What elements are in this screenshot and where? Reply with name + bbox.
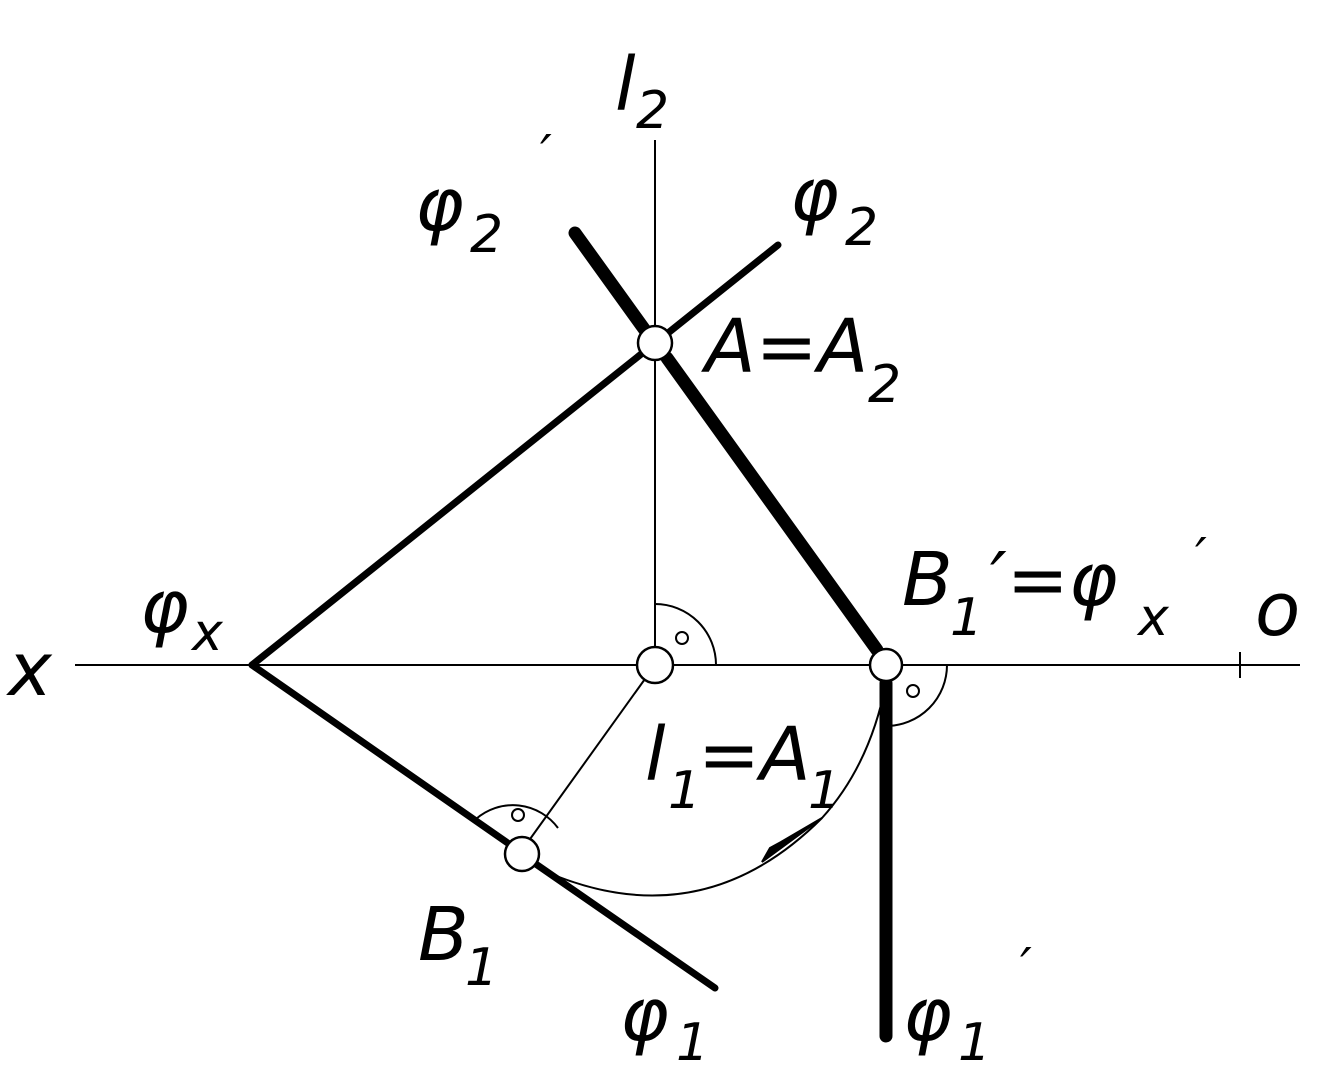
label-phix: φ bbox=[140, 564, 189, 650]
label-l2-sub: 2 bbox=[636, 81, 669, 141]
label-b1: B bbox=[418, 892, 469, 978]
label-phi2-prime-sub: 2 bbox=[470, 205, 503, 265]
l1-to-b1-line bbox=[519, 664, 656, 854]
phi2-prime-trace-upper bbox=[568, 226, 654, 340]
label-l2: l bbox=[615, 42, 636, 128]
label-phi1: φ bbox=[620, 972, 669, 1058]
label-o: o bbox=[1255, 567, 1300, 653]
label-b1-prime: B bbox=[902, 537, 953, 623]
phi2-trace bbox=[664, 241, 782, 337]
point-b1-prime bbox=[868, 647, 904, 683]
point-a bbox=[636, 324, 674, 362]
label-l1-eq-a1-sub2: 1 bbox=[808, 761, 841, 821]
rotation-arc bbox=[541, 682, 887, 897]
point-b1 bbox=[503, 835, 541, 873]
point-l1-a1 bbox=[635, 645, 675, 685]
right-angle-arc-l1 bbox=[654, 603, 717, 666]
label-l1-eq-a1: l bbox=[645, 712, 666, 798]
label-phi2-prime-mark: ′ bbox=[540, 125, 552, 185]
label-phi1-sub: 1 bbox=[676, 1013, 709, 1069]
label-phix-sub: x bbox=[190, 603, 224, 663]
phi-trace-upper bbox=[248, 339, 659, 669]
label-x-axis: x bbox=[6, 627, 53, 713]
phi2-prime-trace-lower bbox=[660, 351, 884, 657]
label-b1-sub: 1 bbox=[465, 938, 498, 998]
label-b1-prime-mark: ′ bbox=[1195, 528, 1207, 588]
label-phi2-sub: 2 bbox=[845, 198, 878, 258]
label-phi2-prime: φ bbox=[415, 162, 464, 248]
label-l1-eq-a1-mid: =A bbox=[698, 712, 811, 798]
right-angle-dot-l1 bbox=[675, 631, 689, 645]
label-a-eq-a2-sub: 2 bbox=[868, 355, 901, 415]
label-phi1-prime-mark: ′ bbox=[1020, 938, 1032, 998]
right-angle-dot-b1prime bbox=[906, 684, 920, 698]
label-b1-prime-mid: ′=φ bbox=[990, 537, 1118, 623]
right-angle-arc-b1prime bbox=[885, 664, 948, 727]
label-phi1-prime-sub: 1 bbox=[958, 1013, 991, 1069]
label-a-eq-a2: A=A bbox=[701, 304, 868, 390]
right-angle-arc-b1 bbox=[475, 804, 559, 829]
label-b1-prime-sub2: x bbox=[1136, 588, 1170, 648]
label-phi2: φ bbox=[790, 152, 839, 238]
rotation-arrowhead bbox=[761, 817, 823, 863]
label-l1-eq-a1-sub: 1 bbox=[668, 761, 701, 821]
label-b1-prime-sub: 1 bbox=[950, 588, 983, 648]
right-angle-dot-b1 bbox=[511, 808, 525, 822]
phi-trace-lower bbox=[248, 661, 516, 850]
label-phi1-prime: φ bbox=[903, 972, 952, 1058]
phi1-trace bbox=[526, 856, 719, 992]
